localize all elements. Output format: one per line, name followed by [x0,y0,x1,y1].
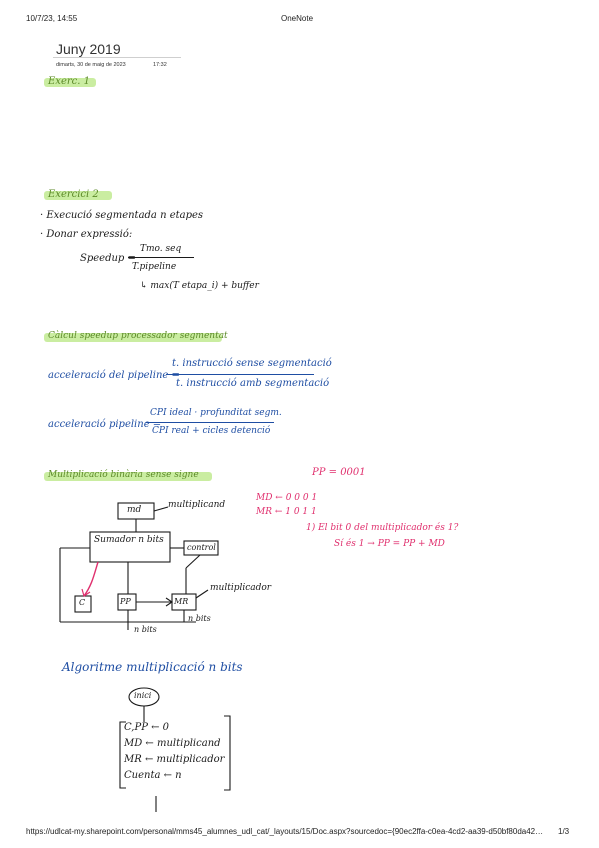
md-value: MD ← 0 0 0 1 [256,493,318,503]
title-underline [53,57,181,58]
heading-multiplicacio: Multiplicació binària sense signe [48,470,199,480]
page-title: Juny 2019 [56,41,121,57]
algo-line-2: MD ← multiplicand [124,738,221,749]
print-url: https://udlcat-my.sharepoint.com/persona… [26,827,546,836]
diagram-c-label: C [79,598,86,607]
highlight-exercici1 [44,78,96,87]
diagram-nbits-mr: n bits [188,614,211,623]
highlight-multiplicacio [44,472,212,481]
algo-line-1: C,PP ← 0 [124,722,170,733]
diagram-mr-label: MR [174,597,189,606]
print-app-name: OneNote [281,14,314,23]
algo-line-3: MR ← multiplicador [124,754,225,765]
acc2-label: acceleració pipeline = [48,419,162,430]
print-page-number: 1/3 [558,827,570,836]
page-meta-time: 17:32 [153,62,167,68]
heading-calc-speedup: Càlcul speedup processador segmentat [48,331,228,341]
highlight-calc-speedup [44,333,222,342]
note-donar-expressio: · Donar expressió: [40,229,133,240]
diagram-sumador-label: Sumador n bits [94,535,164,545]
speedup-fraction-line [128,257,194,258]
acc2-denominator: CPI real + cicles detenció [152,426,271,436]
speedup-label: Speedup = [80,253,136,264]
diagram-multiplicand-label: multiplicand [168,500,226,510]
speedup-note: ↳ max(T etapa_i) + buffer [140,281,259,291]
acc1-numerator: t. instrucció sense segmentació [172,358,332,369]
speedup-numerator: Tmo. seq [140,244,182,254]
c-box [74,595,92,613]
diagram-multiplicador-label: multiplicador [210,583,272,593]
pp-initial: PP = 0001 [312,467,366,478]
acc2-numerator: CPI ideal · profunditat segm. [150,408,282,418]
print-datetime: 10/7/23, 14:55 [26,14,78,23]
diagram-pp-label: PP [120,597,131,606]
acc2-fraction-line [146,422,274,423]
algo-line-4: Cuenta ← n [124,770,182,781]
diagram-md-label: md [127,505,142,515]
heading-algoritme: Algoritme multiplicació n bits [62,660,243,674]
acc1-denominator: t. instrucció amb segmentació [176,378,330,389]
page-meta-date: dimarts, 30 de maig de 2023 [56,62,126,68]
acc1-fraction-line [166,374,314,375]
answer-bit0: Sí és 1 → PP = PP + MD [334,539,445,549]
diagram-nbits-pp: n bits [134,625,157,634]
speedup-denominator: T.pipeline [132,262,177,272]
highlight-exercici2 [44,191,112,200]
question-bit0: 1) El bit 0 del multiplicador és 1? [306,523,459,533]
heading-exercici1: Exerc. 1 [48,76,90,87]
heading-exercici2: Exercici 2 [48,189,99,200]
mr-value: MR ← 1 0 1 1 [256,507,317,517]
sumador-box [89,531,171,563]
note-execucio: · Execució segmentada n etapes [40,210,204,221]
algo-start-label: inici [134,691,152,700]
diagram-control-label: control [187,543,216,552]
acc1-label: acceleració del pipeline = [48,370,180,381]
